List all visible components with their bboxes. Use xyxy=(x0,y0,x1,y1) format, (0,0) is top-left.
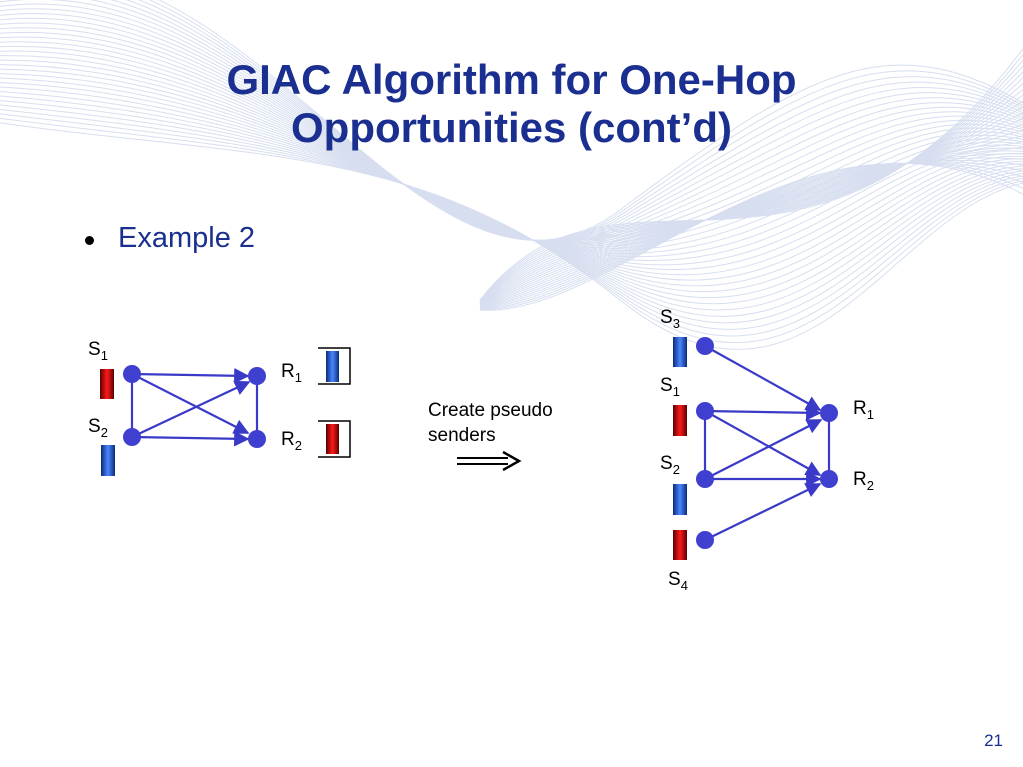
node-r2-right xyxy=(820,470,838,488)
label-right-s3: S3 xyxy=(660,307,680,331)
packet-s1 xyxy=(100,369,114,399)
label-right-s2: S2 xyxy=(660,453,680,477)
node-s2-right xyxy=(696,470,714,488)
label-left-r1: R1 xyxy=(281,361,302,385)
transform-arrow-icon xyxy=(457,450,522,472)
caption-line-2: senders xyxy=(428,425,496,446)
label-right-r2: R2 xyxy=(853,469,874,493)
edge-s4-r2 xyxy=(704,483,822,541)
right-graph-edges xyxy=(703,345,831,541)
edge-s1-r1-right xyxy=(704,405,822,421)
bullet-text: Example 2 xyxy=(118,222,256,254)
page-number: 21 xyxy=(984,731,1003,750)
packet-s2 xyxy=(101,445,115,476)
bullet-icon xyxy=(85,236,94,245)
node-r1-right xyxy=(820,404,838,422)
left-graph-nodes xyxy=(123,365,266,448)
label-left-s2: S2 xyxy=(88,416,108,440)
right-graph-nodes xyxy=(696,337,838,549)
packet-s4 xyxy=(673,530,687,560)
edge-s2-r1 xyxy=(131,380,251,438)
label-left-r2: R2 xyxy=(281,429,302,453)
node-s2 xyxy=(123,428,141,446)
packet-s1-right xyxy=(673,405,687,436)
left-graph-edges xyxy=(130,368,259,447)
transform-caption: Create pseudo senders xyxy=(428,398,553,448)
label-right-s4: S4 xyxy=(668,569,688,593)
edge-s2-r2 xyxy=(131,431,250,447)
label-right-s1: S1 xyxy=(660,375,680,399)
node-r1 xyxy=(248,367,266,385)
buffer-r1 xyxy=(318,347,351,385)
edge-s2-r1-right xyxy=(704,419,823,480)
edge-s1-r2 xyxy=(131,373,250,434)
packet-s3 xyxy=(673,337,687,367)
node-r2 xyxy=(248,430,266,448)
node-s1-right xyxy=(696,402,714,420)
node-s1 xyxy=(123,365,141,383)
slide-title: GIAC Algorithm for One-Hop Opportunities… xyxy=(0,56,1023,152)
node-s4-right xyxy=(696,531,714,549)
edge-s3-r1 xyxy=(704,345,822,411)
packet-s2-right xyxy=(673,484,687,515)
caption-line-1: Create pseudo xyxy=(428,400,553,421)
title-line-1: GIAC Algorithm for One-Hop xyxy=(226,56,797,103)
buffer-r2 xyxy=(318,420,351,458)
node-s3-right xyxy=(696,337,714,355)
title-line-2: Opportunities (cont’d) xyxy=(291,104,732,151)
edge-s1-r2-right xyxy=(704,410,822,476)
label-right-r1: R1 xyxy=(853,398,874,422)
label-left-s1: S1 xyxy=(88,339,108,363)
edge-s1-r1 xyxy=(131,368,250,384)
